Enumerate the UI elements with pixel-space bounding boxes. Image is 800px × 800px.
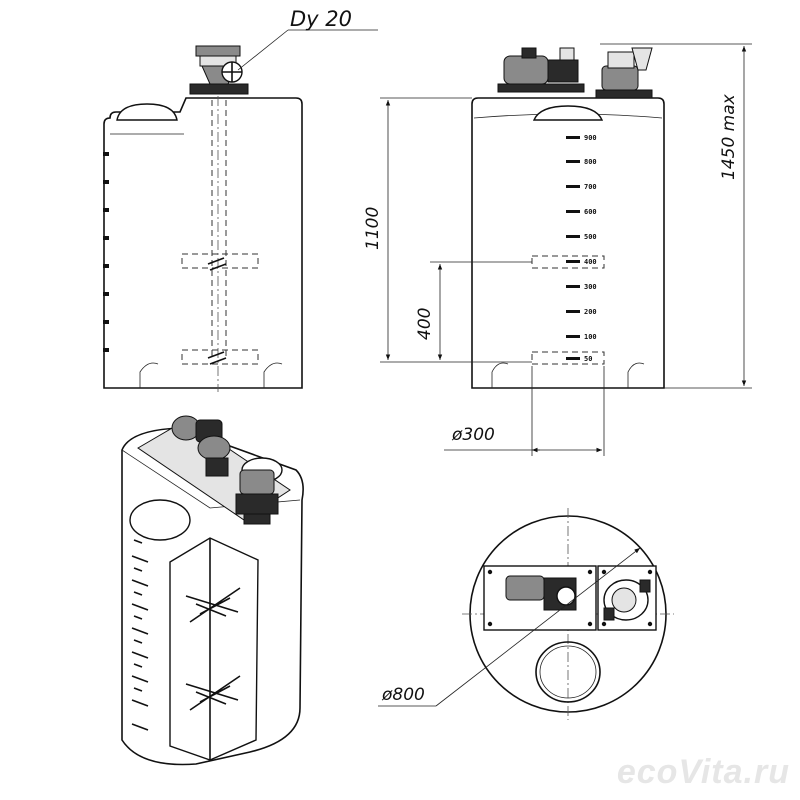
height-mixer-label: 400 [415, 308, 435, 340]
watermark-text: ecoVita.ru [617, 753, 790, 791]
isometric-motor-group [171, 415, 231, 477]
isometric-manhole [129, 499, 191, 541]
scale-mark-200: 200 [584, 308, 597, 316]
side-view-tank-body [471, 97, 665, 389]
side-view-motor-group [497, 47, 585, 93]
front-view-impeller-lower [181, 349, 259, 365]
front-view-level-marks [103, 152, 109, 352]
scale-mark-50: 50 [584, 355, 592, 363]
side-view-volume-scale: 900 800 700 600 500 400 300 200 100 50 [566, 134, 597, 363]
front-view-mixer-drive [189, 45, 249, 95]
height-body-label: 1100 [363, 207, 383, 250]
scale-mark-900: 900 [584, 134, 597, 142]
top-view-motor [505, 575, 577, 611]
scale-mark-400: 400 [584, 258, 597, 266]
isometric-view [121, 415, 304, 766]
isometric-cutaway [169, 537, 259, 761]
side-view: 900 800 700 600 500 400 300 200 100 50 1… [363, 43, 752, 456]
side-view-dosing-group [595, 47, 653, 99]
isometric-impeller-upper [185, 587, 241, 623]
side-view-lid [532, 105, 604, 121]
front-view-lid [116, 103, 178, 121]
dimension-line-800 [435, 547, 641, 707]
diameter-mixer-label: ø300 [451, 425, 495, 445]
isometric-impeller-lower [185, 675, 241, 711]
diameter-tank-label: ø800 [381, 685, 425, 705]
scale-mark-600: 600 [584, 208, 597, 216]
isometric-tank-body [121, 427, 304, 766]
isometric-level-marks [131, 539, 149, 731]
nozzle-diameter-label: Dy 20 [290, 7, 352, 31]
scale-mark-800: 800 [584, 158, 597, 166]
isometric-dosing-group [235, 457, 283, 525]
front-view: Dy 20 [103, 7, 378, 392]
top-view-bolts [487, 569, 653, 627]
scale-mark-700: 700 [584, 183, 597, 191]
top-view-dosing-unit [603, 579, 651, 621]
scale-mark-500: 500 [584, 233, 597, 241]
top-view-manhole [535, 641, 601, 703]
height-total-label: 1450 max [719, 93, 739, 180]
scale-mark-100: 100 [584, 333, 597, 341]
front-view-impeller-upper [181, 253, 259, 269]
front-view-tank-body [103, 97, 303, 389]
scale-mark-300: 300 [584, 283, 597, 291]
top-view: ø800 [378, 508, 674, 720]
